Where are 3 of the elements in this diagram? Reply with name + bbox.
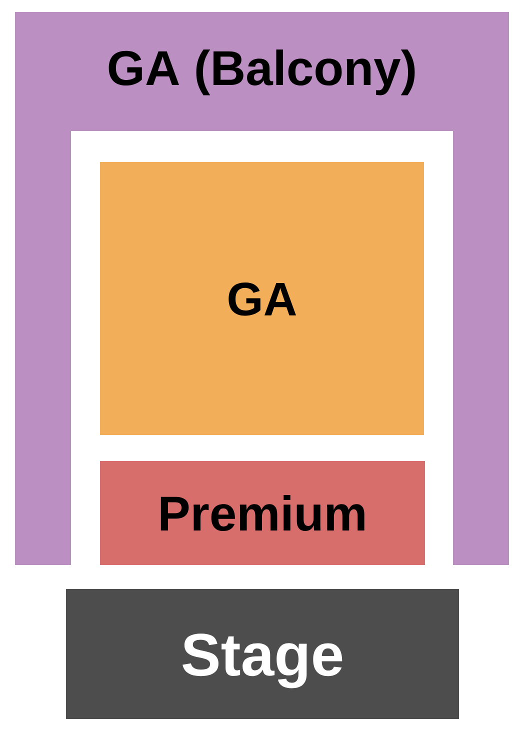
stage: Stage (66, 589, 459, 719)
seating-section: Premium (100, 461, 425, 565)
seating-section: GA (100, 162, 424, 435)
